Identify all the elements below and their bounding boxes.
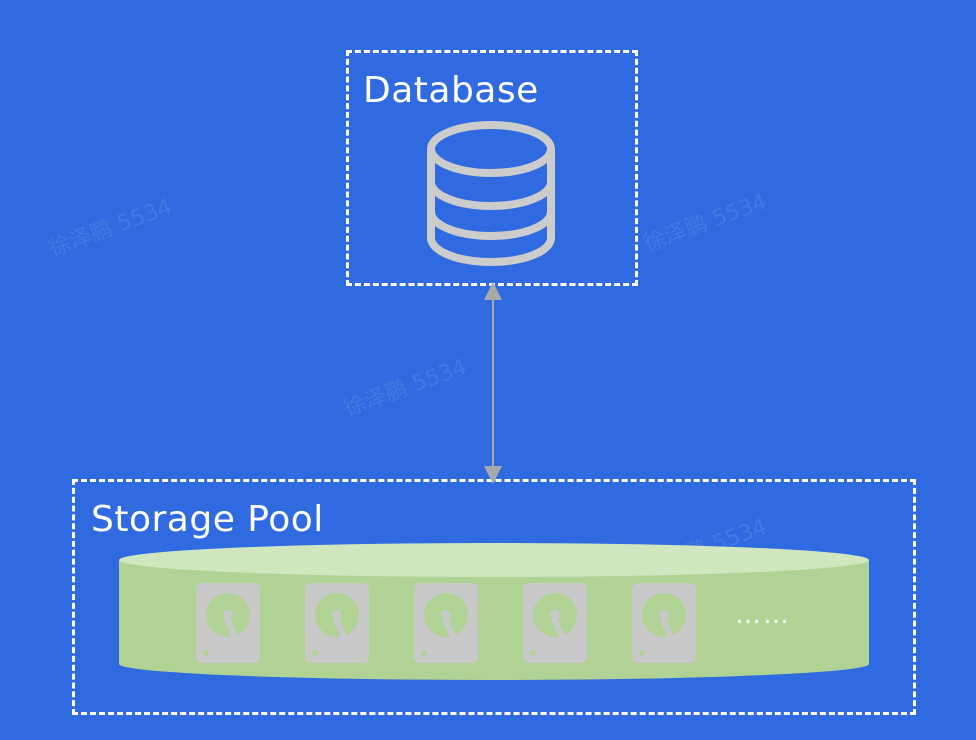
hard-disk-hub	[550, 610, 560, 620]
more-disks-ellipsis: ……	[735, 600, 791, 630]
hard-disk-hub	[332, 610, 342, 620]
hard-disk-led	[203, 650, 209, 656]
hard-disk-arm	[552, 618, 570, 652]
hard-disk-icon	[523, 583, 587, 663]
hard-disk-hub	[223, 610, 233, 620]
hard-disk-arm	[334, 618, 352, 652]
database-icon	[427, 121, 555, 266]
hard-disk-icon	[414, 583, 478, 663]
hard-disk-icon	[305, 583, 369, 663]
hard-disk-arm	[225, 618, 243, 652]
hard-disk-led	[421, 650, 427, 656]
hard-disk-led	[530, 650, 536, 656]
hard-disk-arm	[661, 618, 679, 652]
hard-disk-icon	[196, 583, 260, 663]
database-label: Database	[363, 70, 539, 111]
hard-disk-icon	[632, 583, 696, 663]
storage-pool-label: Storage Pool	[91, 499, 324, 540]
hard-disk-hub	[441, 610, 451, 620]
hard-disk-led	[639, 650, 645, 656]
hard-disk-arm	[443, 618, 461, 652]
hard-disk-hub	[659, 610, 669, 620]
hard-disk-led	[312, 650, 318, 656]
